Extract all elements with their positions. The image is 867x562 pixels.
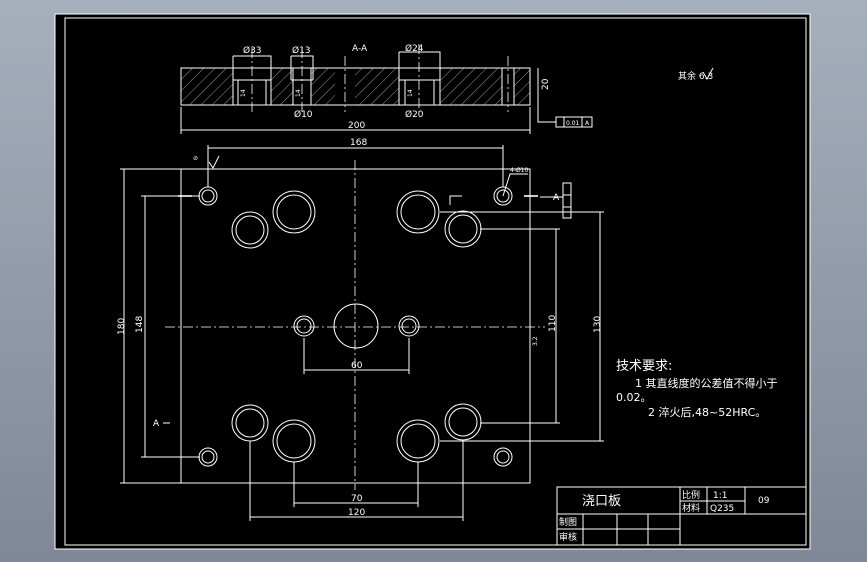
pin-hole-lr-inner [496, 450, 510, 464]
material-label: 材料 [682, 502, 700, 514]
pin-hole-lr [493, 447, 513, 467]
tol-datum: A [585, 120, 590, 127]
guide-hole-ul [272, 190, 316, 234]
guide-hole-ur-inner [400, 194, 436, 230]
hatch-block-1 [181, 68, 233, 105]
hole-right-inner [401, 318, 417, 334]
section-label: A-A [352, 44, 368, 54]
title-block: 浇口板 比例 1:1 材料 Q235 09 制图 审核 [556, 486, 807, 546]
scale-value: 1:1 [713, 491, 727, 501]
dim-depth-1: 14 [240, 89, 247, 97]
surface-note: 其余 6.3 [678, 70, 713, 82]
hatch-block-5 [440, 68, 502, 105]
hole-left-inner [296, 318, 312, 334]
leader-pin-note [502, 173, 528, 197]
pin-note: 4-Ø10 [510, 167, 529, 174]
dim-depth-2: 14 [295, 89, 302, 97]
dim-110: 110 [548, 315, 558, 332]
bush-hole-ul [231, 211, 269, 249]
pin-hole-section [501, 68, 515, 105]
flatness-mark: ⊘ [193, 155, 198, 162]
paper-inner-border [64, 17, 807, 546]
tolerance-frame-vertical [562, 182, 572, 219]
dim-180: 180 [117, 318, 127, 335]
section-mark-top: A [553, 193, 560, 203]
bush-hole-ur-inner [448, 214, 478, 244]
dim-depth-3: 14 [407, 89, 414, 97]
dim-20: 20 [541, 78, 551, 90]
guide-hole-ul-inner [276, 194, 312, 230]
sprue-hole [333, 303, 379, 349]
dim-d13: Ø13 [292, 45, 311, 56]
plate-outline [180, 168, 531, 484]
section-view: 200 20 Ø33 Ø13 Ø24 Ø10 Ø20 14 14 14 A-A … [180, 43, 593, 134]
dim-200: 200 [348, 121, 365, 131]
tech-item-1-cont: 0.02。 [616, 391, 652, 404]
hatch-block-2 [271, 68, 293, 105]
drawn-label: 制图 [559, 516, 577, 528]
dim-d33: Ø33 [243, 45, 262, 56]
roughness-symbol [702, 67, 714, 81]
guide-hole-lr-inner [400, 423, 436, 459]
dim-120: 120 [348, 508, 365, 518]
counterbore-hole-13 [290, 55, 314, 105]
pin-hole-ul-inner [201, 189, 215, 203]
dim-70: 70 [351, 494, 363, 504]
drawing-number: 09 [758, 496, 770, 506]
material-value: Q235 [710, 504, 734, 514]
cut-arrow [449, 195, 462, 205]
checked-label: 审核 [559, 531, 577, 543]
roughness-side: 3.2 [532, 336, 539, 346]
title-block-frame [556, 486, 807, 546]
dim-130: 130 [593, 316, 603, 333]
pin-hole-ur-inner [496, 189, 510, 203]
guide-hole-ll-inner [276, 423, 312, 459]
part-name: 浇口板 [582, 494, 621, 509]
dim-60: 60 [351, 361, 363, 371]
dim-d20: Ø20 [405, 109, 424, 120]
bush-hole-lr [444, 403, 482, 441]
dim-d24: Ø24 [405, 43, 424, 54]
technical-requirements: 技术要求: 1 其直线度的公差值不得小于 0.02。 2 淬火后,48~52HR… [616, 359, 778, 419]
guide-hole-ur [396, 190, 440, 234]
section-mark-bottom: A [153, 419, 160, 429]
tolerance-frame [555, 116, 593, 128]
scale-label: 比例 [682, 489, 700, 501]
hole-left [293, 315, 315, 337]
counterbore-hole-33 [232, 55, 272, 105]
bush-hole-lr-inner [448, 407, 478, 437]
tech-item-2: 2 淬火后,48~52HRC。 [648, 405, 766, 419]
pin-hole-ll-inner [201, 450, 215, 464]
counterbore-hole-24 [398, 51, 441, 105]
hatch-block-3 [311, 68, 335, 105]
tech-title: 技术要求: [616, 359, 672, 374]
dim-148: 148 [135, 316, 145, 333]
paper-outer-frame [54, 13, 811, 550]
leader-flatness [537, 105, 556, 123]
tol-value: 0.01 [566, 120, 580, 127]
tech-item-1: 1 其直线度的公差值不得小于 [635, 376, 778, 390]
dim-168: 168 [350, 138, 367, 148]
plan-view: A A 168 ⊘ 180 148 130 110 60 [117, 138, 604, 521]
hole-right [398, 315, 420, 337]
section-outline [180, 67, 531, 106]
bush-hole-ul-inner [235, 215, 265, 245]
hatch-block-4 [355, 68, 399, 105]
dim-d10: Ø10 [294, 109, 313, 120]
hatch-block-6 [514, 68, 530, 105]
roughness-symbol [208, 155, 220, 169]
bush-hole-ll-inner [235, 408, 265, 438]
